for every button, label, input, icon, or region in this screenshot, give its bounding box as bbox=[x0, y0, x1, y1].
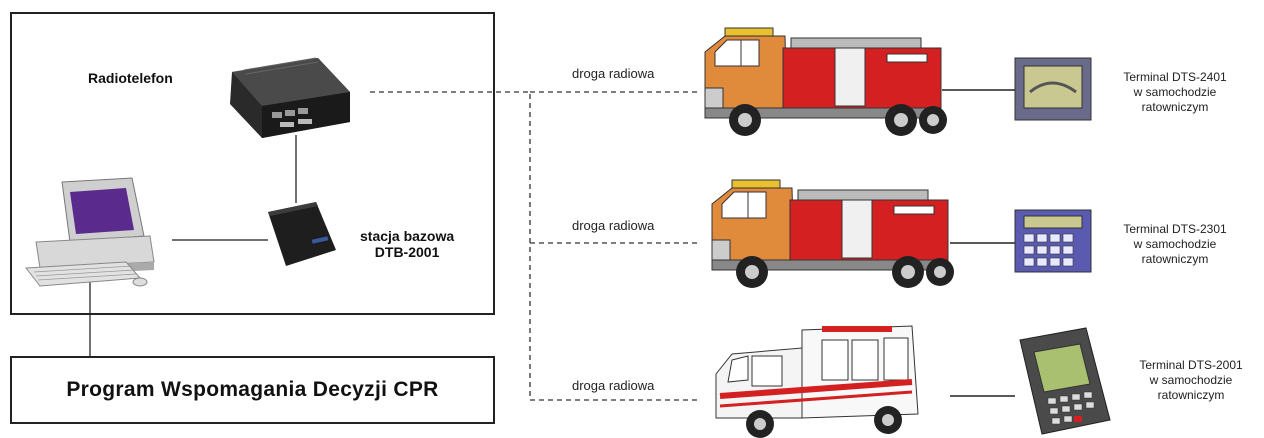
route-label-3: droga radiowa bbox=[572, 378, 655, 393]
terminal-label-3-line3: ratowniczym bbox=[1157, 388, 1225, 402]
terminal-label-1-line1: Terminal DTS-2401 bbox=[1123, 70, 1227, 84]
terminal-label-1-line3: ratowniczym bbox=[1141, 100, 1209, 114]
radio-label: Radiotelefon bbox=[88, 70, 173, 86]
terminal-label-1-line2: w samochodzie bbox=[1133, 85, 1217, 99]
base-station-label: stacja bazowa DTB-2001 bbox=[360, 228, 454, 260]
terminal-label-2-line2: w samochodzie bbox=[1133, 237, 1217, 251]
base-station-label-line1: stacja bazowa bbox=[360, 228, 455, 244]
dispatch-station-frame bbox=[10, 12, 495, 315]
terminal-label-2-line1: Terminal DTS-2301 bbox=[1123, 222, 1227, 236]
terminal-label-3-line2: w samochodzie bbox=[1149, 373, 1233, 387]
base-station-label-line2: DTB-2001 bbox=[374, 244, 440, 260]
terminal-label-3-line1: Terminal DTS-2001 bbox=[1139, 358, 1243, 372]
terminal-label-2: Terminal DTS-2301 w samochodzie ratownic… bbox=[1110, 222, 1240, 267]
terminal-label-3: Terminal DTS-2001 w samochodzie ratownic… bbox=[1122, 358, 1260, 403]
route-label-2: droga radiowa bbox=[572, 218, 655, 233]
route-label-1: droga radiowa bbox=[572, 66, 655, 81]
program-label: Program Wspomagania Decyzji CPR bbox=[66, 378, 439, 401]
terminal-label-2-line3: ratowniczym bbox=[1141, 252, 1209, 266]
terminal-label-1: Terminal DTS-2401 w samochodzie ratownic… bbox=[1110, 70, 1240, 115]
program-box: Program Wspomagania Decyzji CPR bbox=[10, 356, 495, 424]
